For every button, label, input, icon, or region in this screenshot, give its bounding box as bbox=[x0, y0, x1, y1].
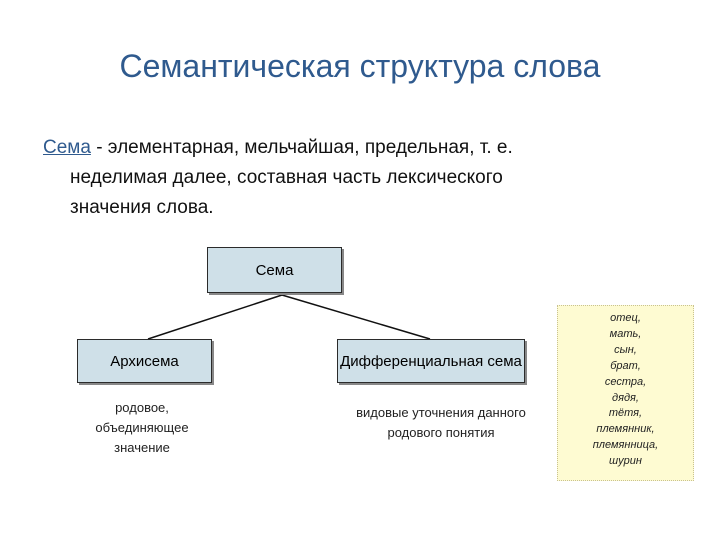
node-differential-sema: Дифференциальная сема bbox=[337, 339, 525, 383]
differential-note: видовые уточнения данного родового понят… bbox=[356, 405, 526, 440]
definition-line-3: значения слова. bbox=[70, 197, 214, 218]
definition-line-2: неделимая далее, составная часть лексиче… bbox=[70, 167, 503, 188]
kinship-term: тётя, bbox=[608, 407, 643, 420]
kinship-term: племянница, bbox=[592, 439, 659, 452]
slide-title: Семантическая структура слова bbox=[119, 48, 601, 84]
definition-term: Сема bbox=[43, 137, 91, 158]
kinship-term: брат, bbox=[610, 359, 641, 372]
kinship-term: дядя, bbox=[612, 391, 639, 404]
node-differential-sema-label: Дифференциальная сема bbox=[340, 352, 522, 370]
kinship-term: отец, bbox=[610, 312, 641, 324]
node-sema: Сема bbox=[207, 247, 342, 293]
connector-left bbox=[147, 294, 283, 340]
archisema-note: родовое, объединяющее значение bbox=[95, 400, 189, 455]
kinship-term: шурин bbox=[609, 455, 642, 468]
kinship-terms-box: отец, мать, сын, брат, сестра, дядя, тётя, плем… bbox=[557, 305, 694, 481]
definition-text: Сема - элементарная, мельчайшая, предель… bbox=[43, 133, 663, 223]
definition-line-1: - элементарная, мельчайшая, предельная, … bbox=[90, 137, 513, 158]
node-sema-label: Сема bbox=[255, 261, 294, 279]
kinship-term: сестра, bbox=[604, 375, 647, 388]
connector-right bbox=[281, 294, 431, 340]
kinship-term: племянник, bbox=[596, 423, 655, 436]
node-archisema: Архисема bbox=[77, 339, 212, 383]
kinship-term: мать, bbox=[609, 327, 642, 340]
kinship-term: сын, bbox=[614, 343, 637, 356]
node-archisema-label: Архисема bbox=[110, 352, 179, 370]
